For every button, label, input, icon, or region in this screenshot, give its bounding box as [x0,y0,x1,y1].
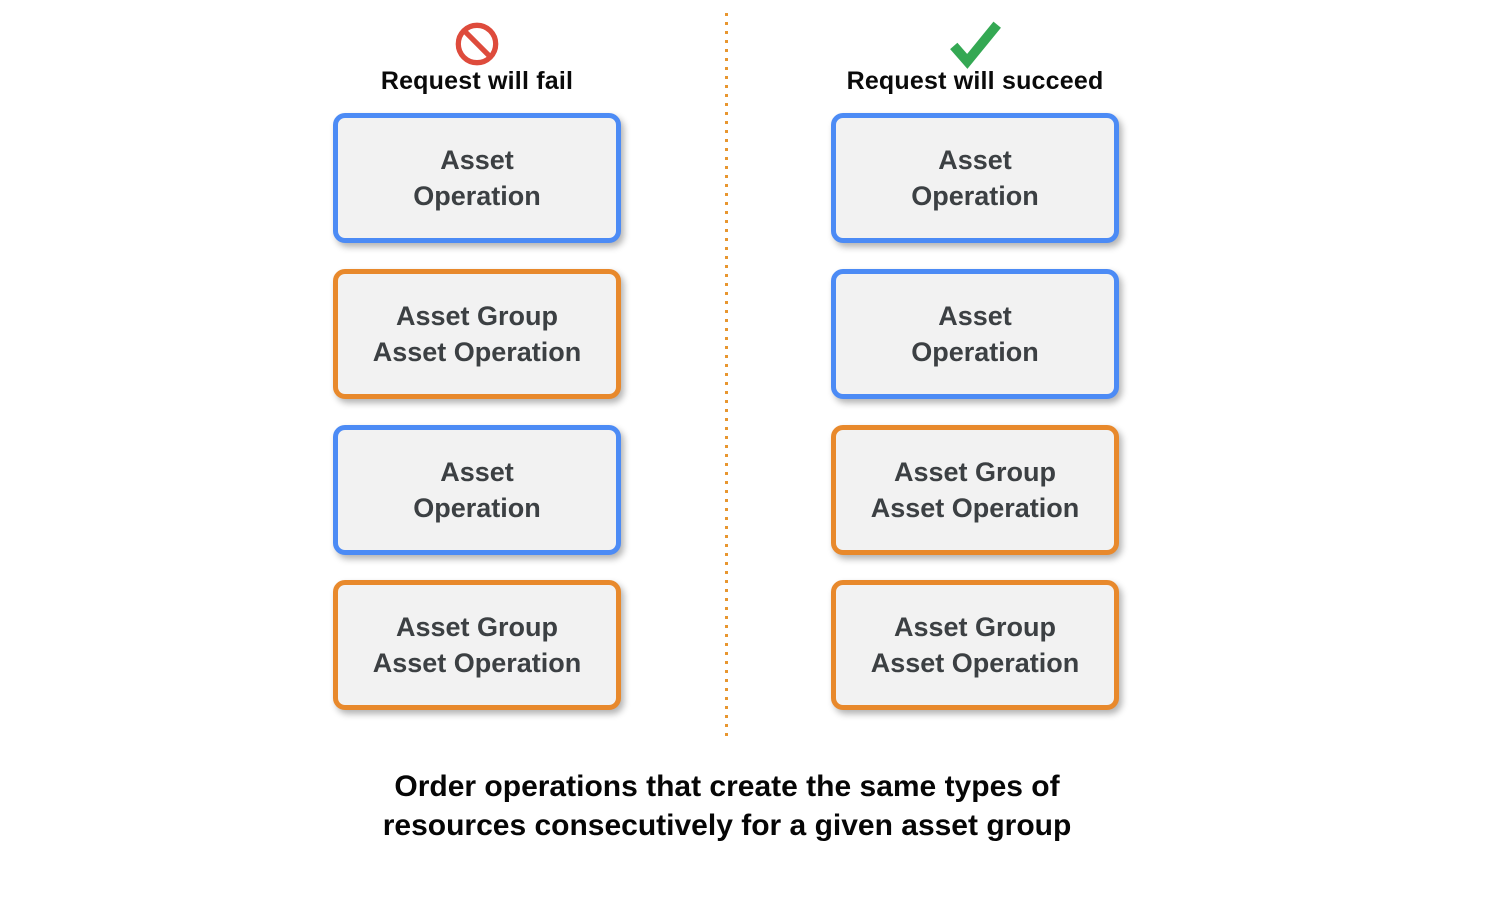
node-asset-operation: Asset Operation [333,425,621,555]
node-label-line1: Asset [938,301,1012,331]
node-label-line1: Asset Group [893,612,1057,642]
checkmark-icon [947,18,1003,70]
column-fail: Request will fail Asset Operation Asset … [333,0,621,720]
column-succeed-header: Request will succeed [846,67,1104,95]
dotted-divider [725,13,728,737]
node-label-line2: Asset Operation [870,493,1080,523]
node-label-line2: Operation [911,337,1039,367]
caption-line2: resources consecutively for a given asse… [382,809,1072,842]
node-asset-group-asset-operation: Asset Group Asset Operation [831,580,1119,710]
node-label-line1: Asset [938,145,1012,175]
node-asset-group-asset-operation: Asset Group Asset Operation [831,425,1119,555]
column-succeed: Request will succeed Asset Operation Ass… [831,0,1119,720]
no-symbol-icon [449,18,505,70]
node-asset-operation: Asset Operation [831,113,1119,243]
node-label-line2: Asset Operation [372,648,582,678]
node-label-line2: Operation [911,181,1039,211]
node-asset-operation: Asset Operation [333,113,621,243]
node-label-line1: Asset [440,145,514,175]
node-label-line1: Asset Group [395,301,559,331]
node-label-line2: Operation [413,181,541,211]
node-asset-group-asset-operation: Asset Group Asset Operation [333,269,621,399]
node-label-line2: Asset Operation [372,337,582,367]
node-asset-operation: Asset Operation [831,269,1119,399]
caption: Order operations that create the same ty… [0,767,1454,845]
column-fail-header: Request will fail [380,67,574,95]
node-label-line2: Operation [413,493,541,523]
node-label-line1: Asset Group [395,612,559,642]
node-label-line1: Asset Group [893,457,1057,487]
caption-line1: Order operations that create the same ty… [394,770,1060,803]
node-label-line2: Asset Operation [870,648,1080,678]
node-label-line1: Asset [440,457,514,487]
node-asset-group-asset-operation: Asset Group Asset Operation [333,580,621,710]
